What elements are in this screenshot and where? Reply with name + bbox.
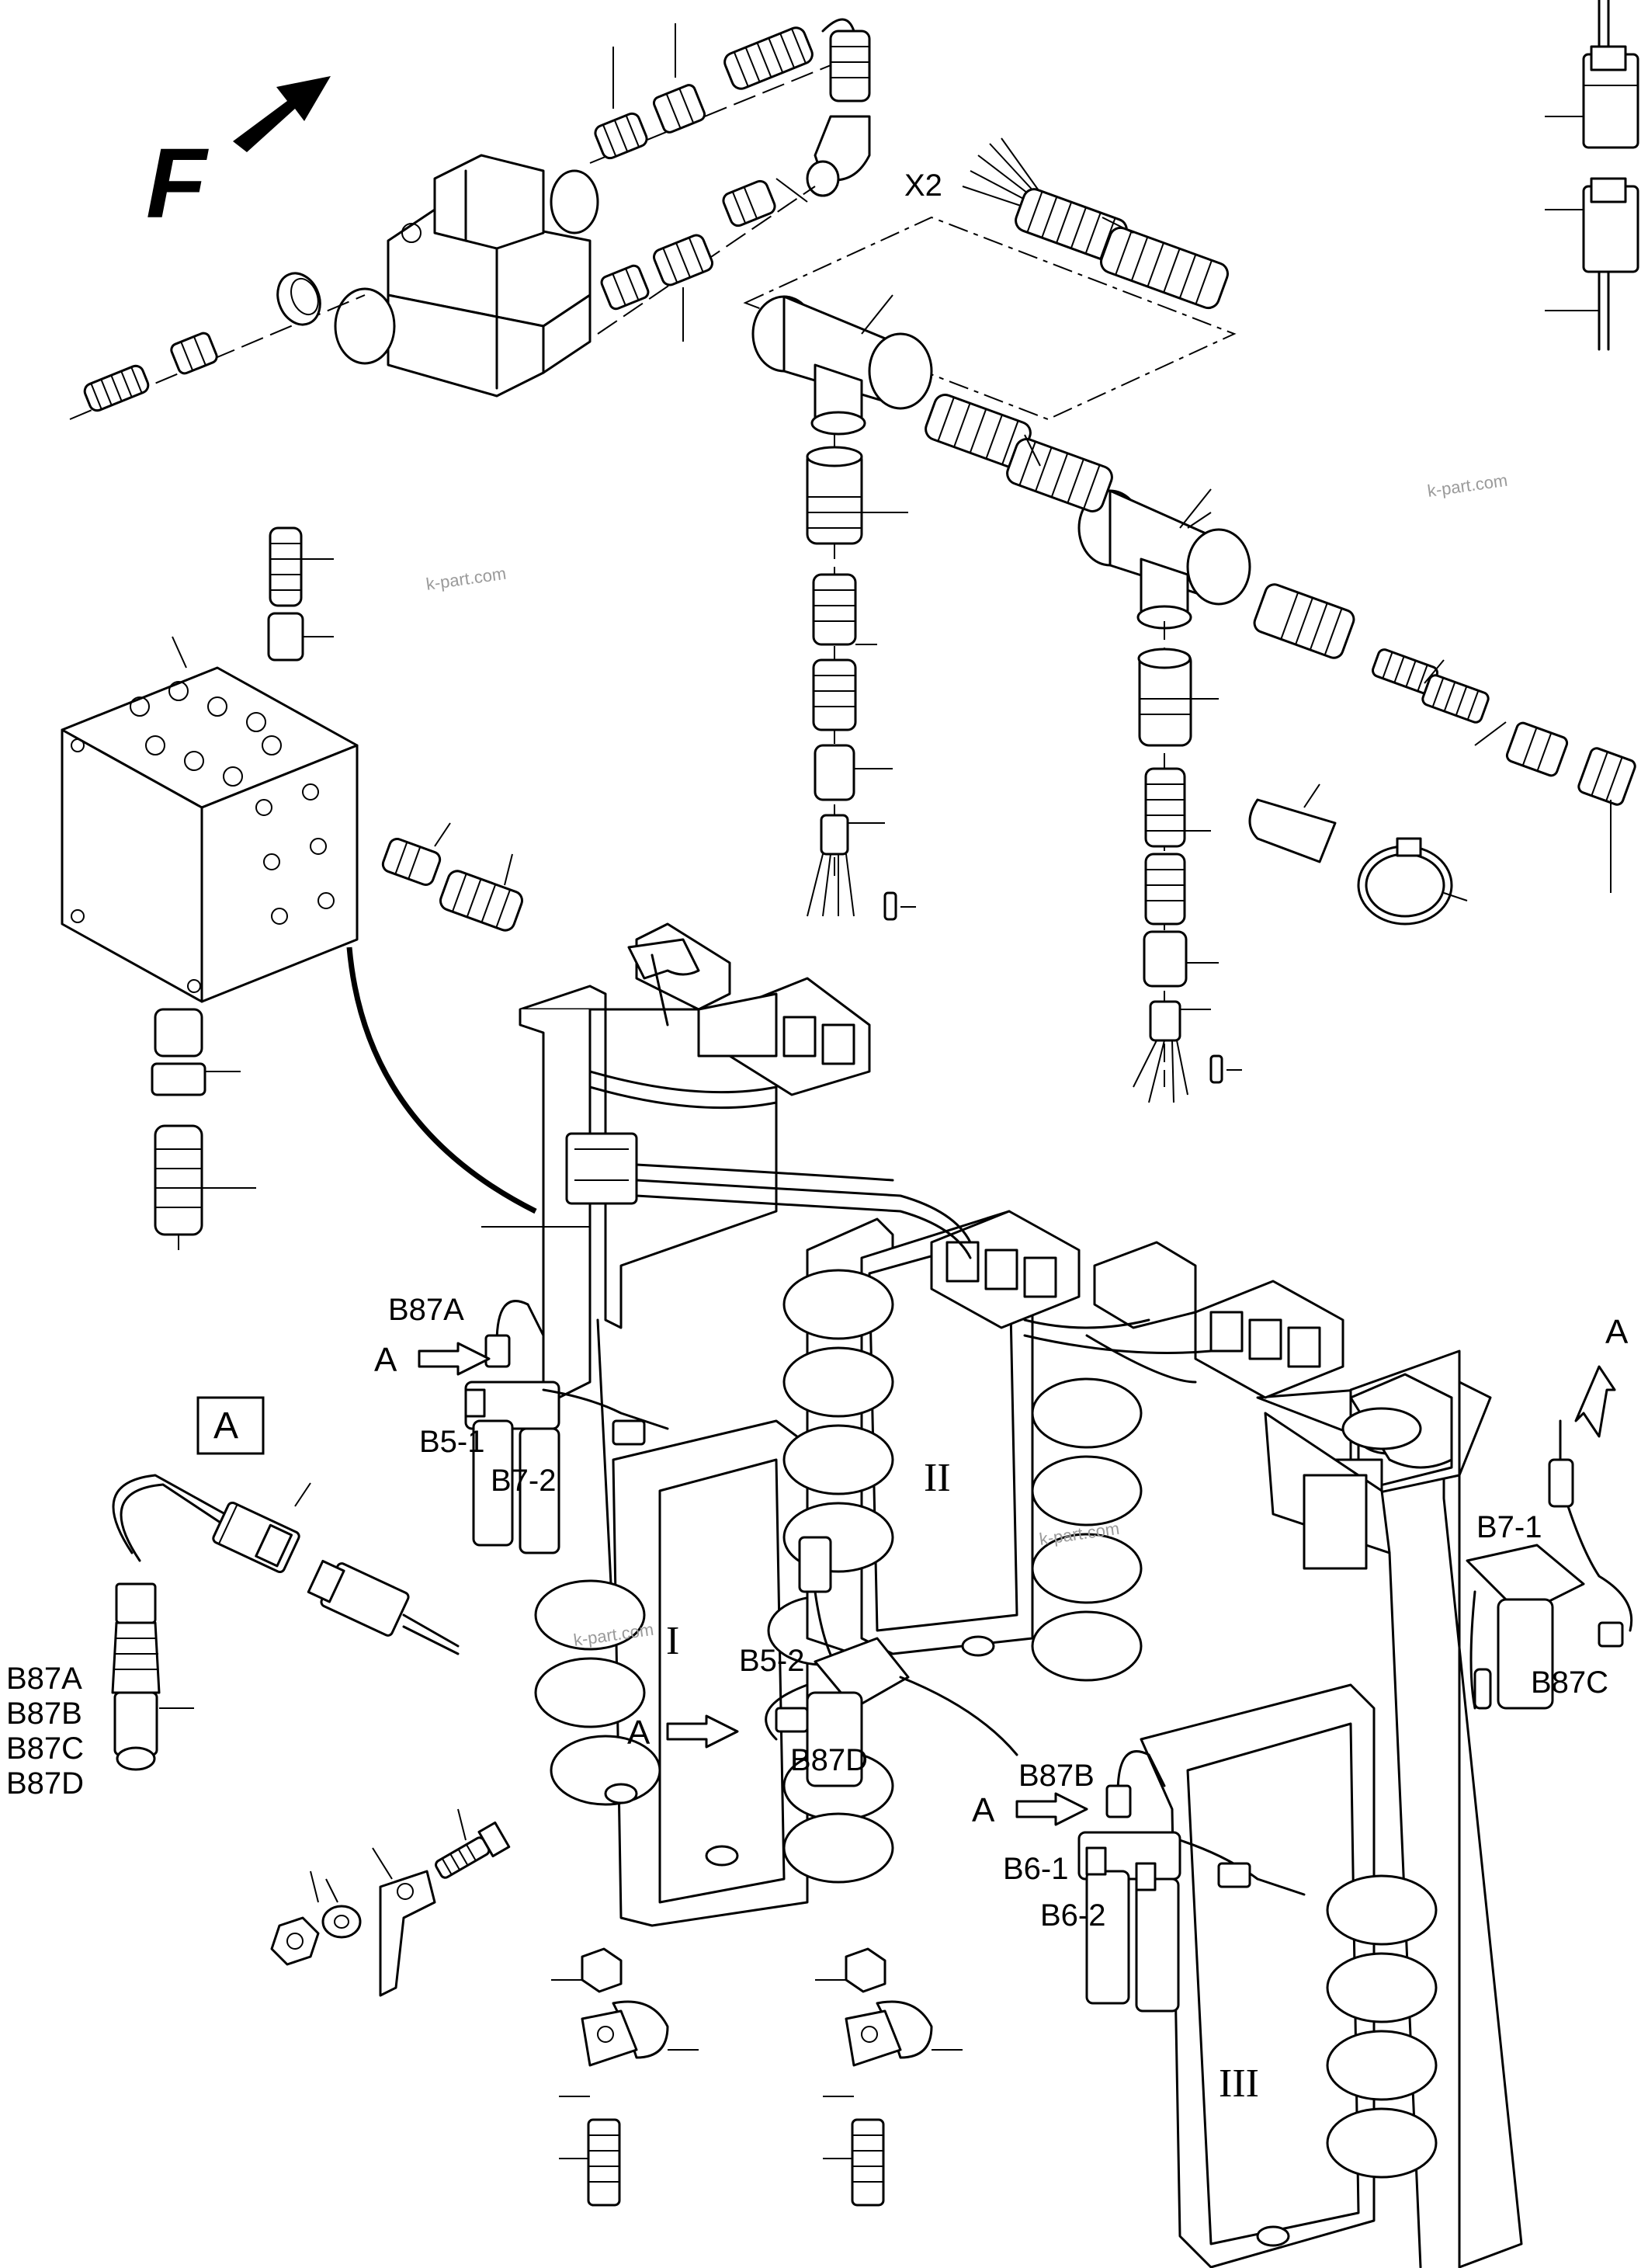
b87c-label: B87C [1531,1665,1608,1700]
b5-1-label: B5-1 [419,1425,485,1459]
watermark-2: k-part.com [425,564,507,594]
bracket-hardware [270,1808,511,1997]
vertical-hose-stack-right [1133,621,1242,1103]
clamp-hardware-left [551,1947,699,2207]
x2-label: X2 [904,168,942,203]
clamp-hardware-right [815,1947,963,2207]
b87a-label: B87A [388,1293,464,1327]
detail-a-box [196,1396,265,1455]
corrugated-hose-top [69,18,871,420]
distribution-block [61,526,537,1250]
valve-group-i: I [534,1419,894,1927]
sensor-list-b87b: B87B [6,1697,82,1731]
view-a-arrow-label-2: A [627,1714,651,1752]
connector-pair-top-right [1545,0,1639,351]
valve-group-ii-label: II [924,1456,951,1500]
sensor-b87b-group: B87B A B6-1 B6-2 [972,1750,1306,2013]
tape-and-cable-tie [1248,783,1468,926]
b87b-label: B87B [1018,1759,1095,1793]
right-frame [1303,1373,1453,1570]
front-marker-letter: F [146,128,209,239]
sensor-list-b87d: B87D [6,1766,84,1801]
tee-fittings [743,216,1636,893]
detail-a-label: A [213,1405,238,1447]
detail-a-inset: A B87A B87B B87C B87D [6,1396,460,1801]
valve-group-iii: III [1140,1683,1438,2268]
b7-2-label: B7-2 [491,1464,557,1498]
view-a-arrow-label-3: A [972,1791,995,1829]
sensor-list-b87a: B87A [6,1662,82,1696]
b6-2-label: B6-2 [1040,1898,1106,1933]
view-a-arrow-label-1: A [374,1341,397,1379]
front-direction-marker: F [146,76,331,239]
b7-1-label: B7-1 [1476,1510,1542,1544]
valve-group-i-label: I [666,1619,679,1663]
b6-1-label: B6-1 [1003,1852,1069,1886]
solenoid-clusters [481,922,1344,1399]
front-arrow-icon [233,76,331,152]
view-a-arrow-label-4: A [1605,1313,1629,1351]
x2-wire-harness: X2 [904,137,1229,310]
valve-group-iii-label: III [1219,2061,1259,2106]
sensor-b5-2-group: B5-2 B87D A [627,1536,1018,1787]
sensor-list-b87c: B87C [6,1731,84,1766]
watermark-1: k-part.com [1426,471,1508,501]
b87d-label: B87D [790,1743,868,1777]
solenoid-valve-assembly [334,154,599,398]
sensor-b87a-group: B87A A B5-1 B7-2 [374,1293,669,1554]
b5-2-label: B5-2 [739,1644,805,1678]
vertical-hose-stack-left [806,435,916,921]
sensor-b87c-group: A B7-1 B87C [1466,1313,1633,1710]
